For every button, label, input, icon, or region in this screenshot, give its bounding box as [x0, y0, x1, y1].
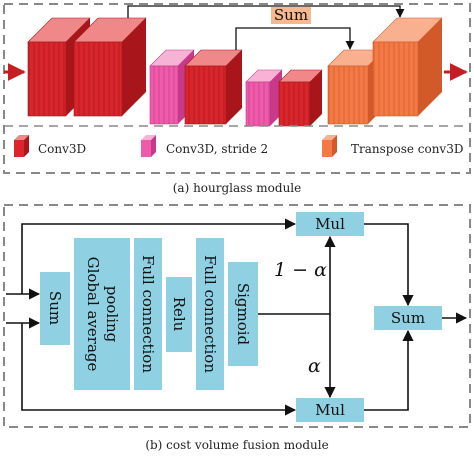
legend-item-conv3d-stride2: Conv3D, stride 2 [141, 135, 268, 157]
legend-item-conv3d: Conv3D [14, 135, 86, 157]
fc1-label: Full connection [139, 255, 157, 373]
mul-top-label: Mul [315, 215, 345, 233]
sum-output-label: Sum [391, 309, 425, 327]
skip-connection-outer [127, 5, 405, 18]
conv3d-block-2 [73, 17, 147, 117]
legend-label-conv3d: Conv3D [38, 142, 86, 156]
sum-input-label: Sum [46, 291, 64, 325]
sigmoid-label: Sigmoid [234, 283, 252, 346]
sigmoid-node: Sigmoid [228, 262, 258, 366]
global-average-pooling-node: Global average pooling [74, 238, 130, 390]
mul-bottom-label: Mul [315, 401, 345, 419]
fusion-panel: Sum Global average pooling Full connecti… [3, 204, 471, 428]
legend-item-transpose-conv3d: Transpose conv3D [322, 135, 463, 157]
conv3d-block-4 [278, 69, 323, 127]
sum-tag-label: Sum [274, 6, 308, 24]
sum-tag [271, 7, 311, 24]
transpose-conv3d-block-2 [372, 17, 443, 117]
hourglass-panel: Sum Conv3D Conv3D, stride 2 Transpose [3, 3, 471, 174]
legend-label-conv3d-stride2: Conv3D, stride 2 [166, 142, 268, 156]
sum-input-node: Sum [40, 272, 70, 345]
alpha-label: α [308, 355, 321, 377]
conv3d-stride2-block-2 [245, 69, 283, 127]
skip-connection-inner [235, 27, 355, 50]
full-connection-node-2: Full connection [196, 238, 224, 390]
relu-node: Relu [166, 277, 192, 352]
conv3d-block-3 [184, 49, 243, 125]
gap-label-line1: Global average [84, 257, 102, 372]
fc2-label: Full connection [201, 255, 219, 373]
gap-label-line2: pooling [103, 286, 121, 343]
one-minus-alpha-label: 1 − α [274, 259, 327, 281]
caption-b: (b) cost volume fusion module [145, 438, 328, 452]
relu-label: Relu [170, 297, 188, 332]
hourglass-border [3, 3, 471, 174]
full-connection-node-1: Full connection [134, 238, 162, 390]
legend: Conv3D Conv3D, stride 2 Transpose conv3D [14, 135, 463, 157]
sum-output-node: Sum [374, 306, 442, 330]
caption-a: (a) hourglass module [173, 181, 302, 195]
mul-top-node: Mul [296, 212, 364, 236]
fusion-connectors [6, 218, 468, 416]
legend-label-transpose-conv3d: Transpose conv3D [351, 142, 463, 156]
fusion-border [3, 204, 471, 428]
mul-bottom-node: Mul [296, 398, 364, 422]
